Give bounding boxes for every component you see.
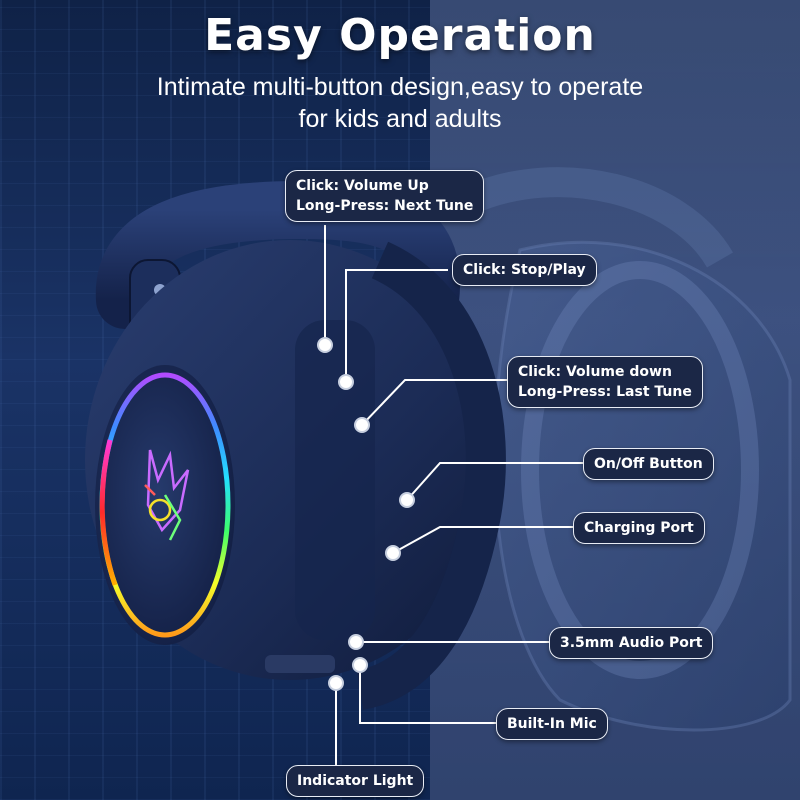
volume-down-button-marker xyxy=(354,417,370,433)
volume-up-button-marker xyxy=(317,337,333,353)
power-button-marker xyxy=(399,492,415,508)
callout-volume-up: Click: Volume Up Long-Press: Next Tune xyxy=(285,170,485,222)
callout-stop-play-line1: Click: Stop/Play xyxy=(463,262,586,278)
callout-volume-up-line2: Long-Press: Next Tune xyxy=(296,198,474,214)
callout-indicator: Indicator Light xyxy=(286,765,425,797)
logo-emblem xyxy=(144,449,190,541)
mic-marker xyxy=(352,657,368,673)
callout-mic-line1: Built-In Mic xyxy=(507,716,597,732)
page-title: Easy Operation xyxy=(204,10,596,61)
callout-mic: Built-In Mic xyxy=(496,708,608,740)
audio-port-marker xyxy=(348,634,364,650)
callout-stop-play: Click: Stop/Play xyxy=(452,254,597,286)
callout-charging-line1: Charging Port xyxy=(584,520,694,536)
play-button-marker xyxy=(338,374,354,390)
callout-power-line1: On/Off Button xyxy=(594,456,703,472)
callout-audio-port-line1: 3.5mm Audio Port xyxy=(560,635,703,651)
callout-volume-up-line1: Click: Volume Up xyxy=(296,178,429,194)
callout-power: On/Off Button xyxy=(583,448,714,480)
callout-audio-port: 3.5mm Audio Port xyxy=(549,627,714,659)
indicator-light-marker xyxy=(328,675,344,691)
subtitle-line-2: for kids and adults xyxy=(298,105,502,133)
callout-charging: Charging Port xyxy=(573,512,705,544)
subtitle-line-1: Intimate multi-button design,easy to ope… xyxy=(156,73,644,101)
callout-indicator-line1: Indicator Light xyxy=(297,773,414,789)
charging-port-marker xyxy=(385,545,401,561)
callout-volume-down: Click: Volume down Long-Press: Last Tune xyxy=(507,356,703,408)
callout-volume-down-line1: Click: Volume down xyxy=(518,364,672,380)
callout-volume-down-line2: Long-Press: Last Tune xyxy=(518,384,692,400)
